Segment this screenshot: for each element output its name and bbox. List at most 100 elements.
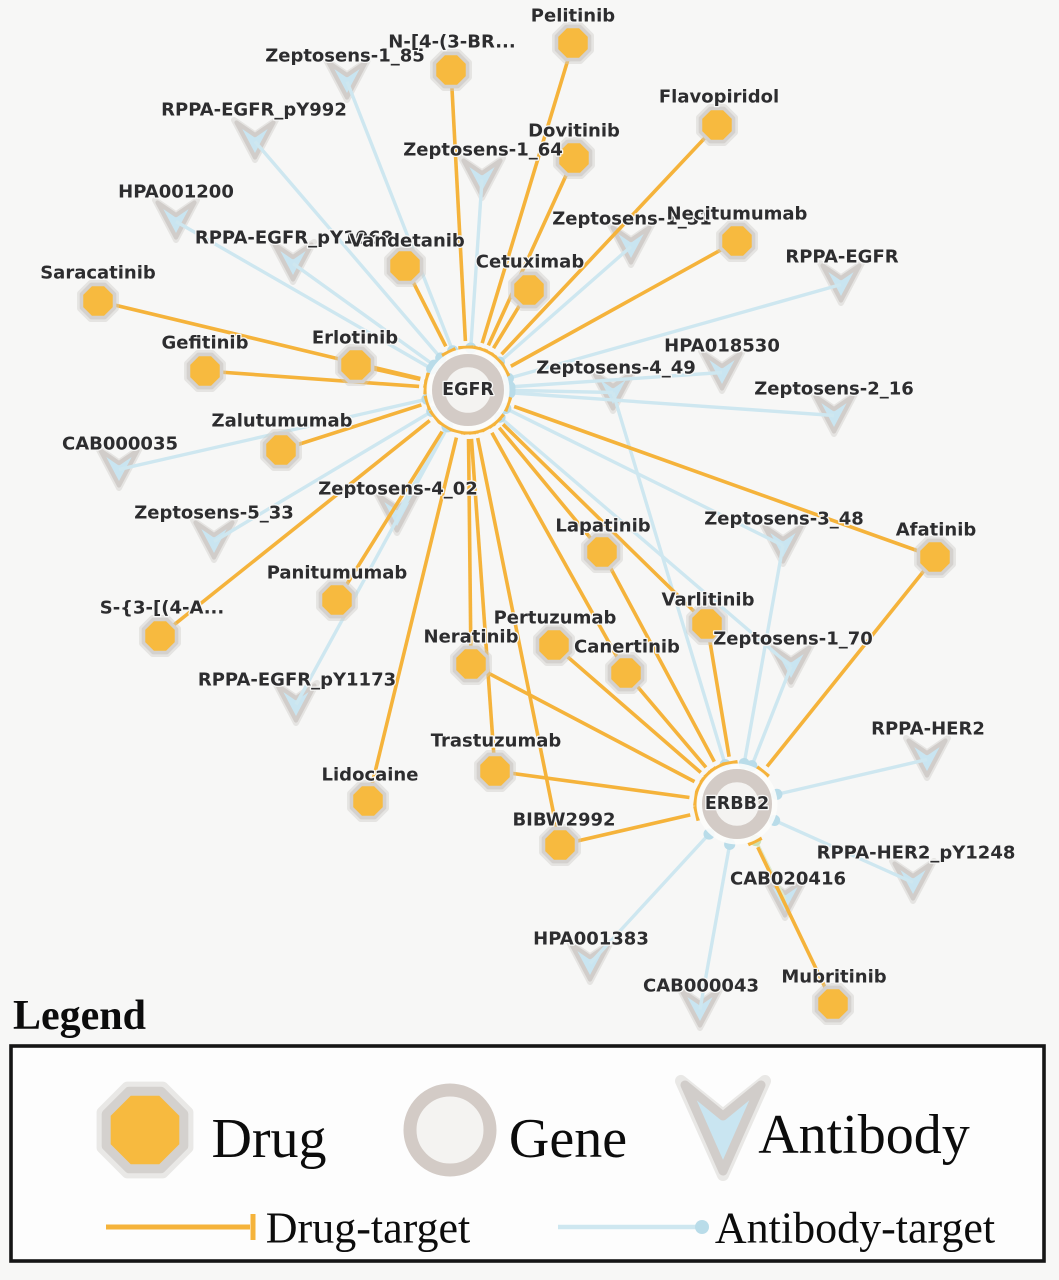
antibody-label-HPA001383: HPA001383 [533, 929, 649, 950]
drug-label-Saracatinib: Saracatinib [40, 263, 156, 284]
antibody-node-RPPA-HER2[interactable] [903, 735, 951, 781]
drug-node-Cetuximab[interactable] [508, 269, 550, 311]
edge-drug-Afatinib-EGFR [503, 396, 936, 559]
drug-node-Neratinib[interactable] [450, 643, 492, 685]
legend-gene-icon [403, 1083, 497, 1177]
antibody-edge-line [213, 409, 433, 543]
drug-node-Panitumumab[interactable] [316, 579, 358, 621]
drug-node-Canertinib[interactable] [605, 652, 647, 694]
antibody-node-Zeptosens-1_85[interactable] [323, 57, 371, 103]
antibody-label-Zeptosens-4_49: Zeptosens-4_49 [536, 358, 696, 379]
drug-node-Flavopiridol[interactable] [696, 104, 738, 146]
antibody-node-RPPA-EGFR_pY1068[interactable] [269, 239, 317, 285]
legend-antibody-label: Antibody [758, 1104, 970, 1166]
drug-node-S-A[interactable] [139, 615, 181, 657]
antibody-label-Zeptosens-4_02: Zeptosens-4_02 [318, 479, 478, 500]
drug-node-BIBW2992[interactable] [539, 824, 581, 866]
antibody-label-CAB000035: CAB000035 [62, 434, 178, 455]
antibody-edge-line [698, 844, 732, 1010]
drug-node-Afatinib[interactable] [914, 536, 956, 578]
antibody-icon [326, 60, 368, 100]
tee-arrow-icon [458, 345, 474, 350]
gene-node-EGFR[interactable] [426, 348, 510, 432]
drug-edge-line [501, 422, 709, 626]
drug-edge-line [509, 239, 738, 368]
antibody-icon [820, 263, 862, 303]
antibody-edge-line [509, 370, 723, 389]
antibody-label-Zeptosens-1_64: Zeptosens-1_64 [403, 140, 563, 161]
tee-arrow-icon [441, 347, 457, 358]
tee-arrow-icon [438, 420, 453, 432]
drug-edge-line [469, 438, 497, 772]
drug-node-Vandetanib[interactable] [384, 245, 426, 287]
antibody-node-RPPA-EGFR[interactable] [817, 260, 865, 306]
legend-title: Legend [13, 993, 146, 1039]
drug-label-Trastuzumab: Trastuzumab [431, 731, 562, 752]
gene-node-ERBB2[interactable] [696, 763, 778, 845]
gene-node-halo [426, 348, 510, 432]
drug-label-Cetuximab: Cetuximab [476, 252, 585, 273]
antibody-node-Zeptosens-1_64[interactable] [458, 155, 506, 201]
layer-antibody-nodes [95, 57, 951, 1031]
drug-edge-line [470, 662, 696, 784]
antibody-node-RPPA-EGFR_pY992[interactable] [231, 117, 279, 163]
drug-label-Flavopiridol: Flavopiridol [659, 87, 779, 108]
antibody-node-HPA018530[interactable] [698, 348, 746, 394]
edge-drug-Necitumumab-EGFR [499, 239, 738, 377]
drug-icon [349, 782, 387, 820]
edge-drug-Pertuzumab-ERBB2 [552, 643, 712, 784]
drug-node-Dovitinib[interactable] [553, 137, 595, 179]
antibody-label-RPPA-EGFR_pY992: RPPA-EGFR_pY992 [161, 100, 347, 121]
drug-edge-line [705, 623, 731, 757]
gene-label-ERBB2: ERBB2 [705, 794, 769, 814]
antibody-edge-line [509, 388, 614, 395]
drug-edge-line [500, 123, 719, 356]
drug-node-Necitumumab[interactable] [716, 220, 758, 262]
drug-icon [535, 626, 573, 664]
tee-arrow-icon [503, 396, 513, 412]
antibody-label-RPPA-HER2: RPPA-HER2 [871, 719, 985, 740]
antibody-label-RPPA-EGFR_pY1173: RPPA-EGFR_pY1173 [198, 670, 396, 691]
antibody-label-CAB000043: CAB000043 [643, 976, 759, 997]
drug-edge-line [280, 403, 422, 452]
drug-label-Erlotinib: Erlotinib [312, 328, 398, 349]
antibody-node-HPA001200[interactable] [152, 197, 200, 243]
drug-node-Pertuzumab[interactable] [533, 624, 575, 666]
drug-node-N-BR[interactable] [430, 49, 472, 91]
drug-node-Lidocaine[interactable] [347, 780, 389, 822]
tee-arrow-icon [468, 428, 485, 435]
drug-node-Gefitinib[interactable] [184, 350, 226, 392]
drug-icon [916, 538, 954, 576]
layer-main-nodes [77, 22, 956, 1025]
edge-drug-Varlitinib-ERBB2 [705, 623, 738, 767]
drug-node-Mubritinib[interactable] [812, 983, 854, 1025]
drug-edge-line [335, 430, 444, 601]
drug-label-S-A: S-{3-[(4-A... [100, 598, 224, 619]
gene-node-halo [696, 763, 778, 845]
drug-icon [607, 654, 645, 692]
legend-drug-icon [101, 1086, 189, 1174]
tee-arrow-icon [747, 836, 763, 847]
antibody-icon [234, 120, 276, 160]
drug-edge-line [158, 419, 431, 638]
drug-node-Zalutumumab[interactable] [260, 429, 302, 471]
gene-icon [432, 354, 505, 427]
drug-node-Varlitinib[interactable] [686, 603, 728, 645]
drug-node-Lapatinib[interactable] [581, 531, 623, 573]
antibody-edge-line [742, 545, 785, 764]
drug-node-Erlotinib[interactable] [335, 344, 377, 386]
drug-icon [318, 581, 356, 619]
drug-label-Gefitinib: Gefitinib [162, 333, 249, 354]
drug-node-Pelitinib[interactable] [552, 22, 594, 64]
drug-icon [554, 24, 592, 62]
drug-icon [698, 106, 736, 144]
drug-label-Dovitinib: Dovitinib [528, 121, 620, 142]
layer-drug-edges [97, 42, 937, 1005]
drug-node-Saracatinib[interactable] [77, 280, 119, 322]
drug-node-Trastuzumab[interactable] [474, 750, 516, 792]
antibody-label-Zeptosens-5_33: Zeptosens-5_33 [134, 503, 294, 524]
drug-icon [688, 605, 726, 643]
antibody-label-RPPA-HER2_pY1248: RPPA-HER2_pY1248 [817, 843, 1016, 864]
